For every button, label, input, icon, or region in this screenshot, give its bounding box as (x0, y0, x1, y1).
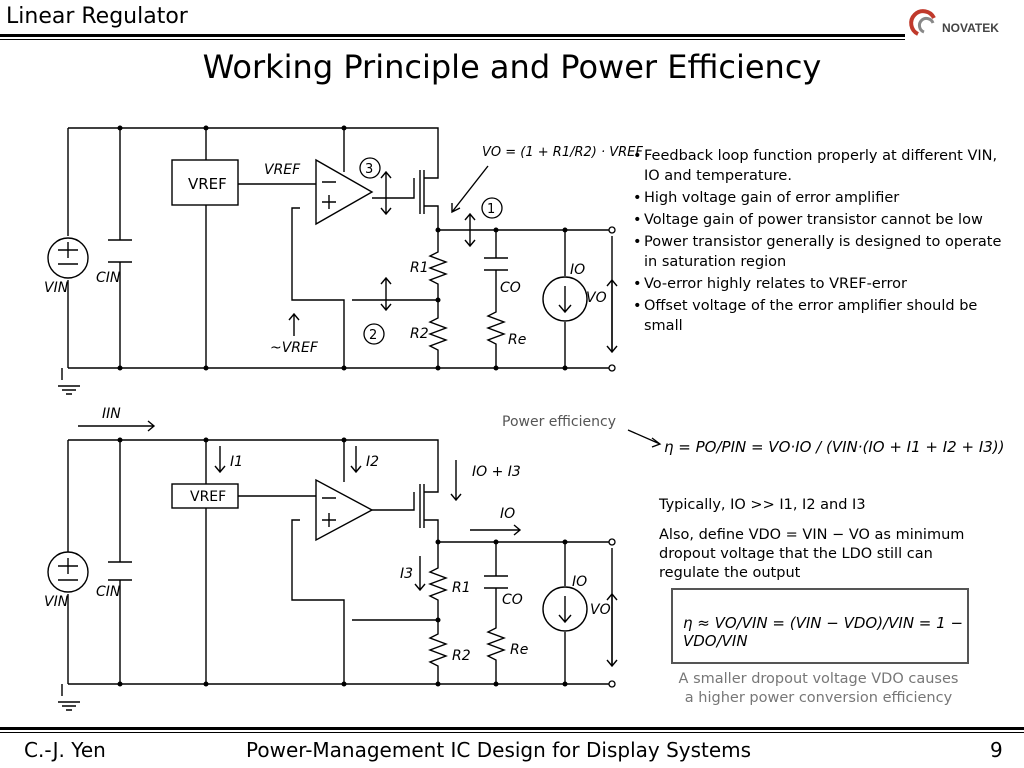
iin-label: IIN (102, 406, 121, 422)
vo-label-bottom: VO (590, 602, 611, 618)
vo-formula: VO = (1 + R1/R2) · VREF (482, 145, 643, 160)
bullet-list: Feedback loop function properly at diffe… (632, 146, 1002, 338)
vo-label-top: VO (586, 290, 607, 306)
marker-3 (359, 157, 381, 179)
efficiency-caption: A smaller dropout voltage VDO causes a h… (678, 671, 959, 706)
error-amp-bottom (315, 478, 374, 542)
i2-label: I2 (366, 454, 379, 470)
vref-label-top: VREF (264, 162, 301, 178)
marker-3-label: 3 (365, 162, 373, 177)
io-label-bottom: IO (572, 574, 587, 590)
power-efficiency-label: Power efficiency (502, 414, 616, 430)
vin-source-bottom (47, 551, 89, 593)
io-i3-label: IO + I3 (472, 464, 521, 480)
vref-block-top (171, 159, 239, 206)
vref-block-label-bottom: VREF (190, 489, 226, 505)
bullet-item: Power transistor generally is designed t… (632, 232, 1002, 272)
footer-author: C.-J. Yen (24, 738, 106, 762)
efficiency-approx-box: η ≈ VO/VIN = (VIN − VDO)/VIN = 1 − VDO/V… (671, 588, 969, 664)
vref-block-bottom (171, 483, 239, 509)
co-label-top: CO (500, 280, 521, 296)
marker-2-label: 2 (369, 328, 377, 343)
i1-label: I1 (230, 454, 243, 470)
bullet-item: Feedback loop function properly at diffe… (632, 146, 1002, 186)
cin-label-bottom: CIN (96, 584, 121, 600)
r1-label-bottom: R1 (452, 580, 471, 596)
r2-label-top: R2 (410, 326, 429, 342)
logo-text: NOVATEK (942, 21, 999, 35)
bullet-item: Voltage gain of power transistor cannot … (632, 210, 1002, 230)
marker-2 (363, 323, 385, 345)
marker-1-label: 1 (487, 202, 495, 217)
section-title: Linear Regulator (6, 4, 188, 29)
io-branch-label: IO (500, 506, 515, 522)
slide-title: Working Principle and Power Efficiency (202, 48, 822, 86)
io-label-top: IO (570, 262, 585, 278)
r2-label-bottom: R2 (452, 648, 471, 664)
vref-block-label-top: VREF (188, 175, 227, 193)
circuit-diagrams: VREF 3 1 2 VREF VIN CIN R1 R2 CO Re IO V… (44, 125, 1005, 711)
footer-course: Power-Management IC Design for Display S… (246, 738, 752, 762)
vin-label-bottom: VIN (44, 594, 69, 610)
dropout-definition: Also, define VDO = VIN − VO as minimum d… (659, 527, 965, 581)
novatek-logo: NOVATEK (909, 9, 999, 36)
bullet-item: High voltage gain of error amplifier (632, 188, 1002, 208)
efficiency-formula: η = PO/PIN = VO·IO / (VIN·(IO + I1 + I2 … (664, 438, 1005, 456)
page-number: 9 (990, 738, 1003, 762)
re-label-bottom: Re (510, 642, 528, 658)
footer-rule-thin (0, 732, 1024, 733)
approx-vref-label: ~VREF (270, 340, 319, 356)
header-rule (0, 34, 905, 37)
co-label-bottom: CO (502, 592, 523, 608)
efficiency-approx-formula: η ≈ VO/VIN = (VIN − VDO)/VIN = 1 − VDO/V… (683, 614, 964, 650)
marker-1 (481, 197, 503, 219)
r1-label-top: R1 (410, 260, 429, 276)
vin-source-top (47, 237, 89, 279)
i3-label: I3 (400, 566, 413, 582)
error-amp-top (315, 158, 374, 226)
typically-note: Typically, IO >> I1, I2 and I3 (659, 497, 866, 513)
header-rule-thin (0, 39, 905, 40)
cin-label-top: CIN (96, 270, 121, 286)
vin-label-top: VIN (44, 280, 69, 296)
bullet-item: Vo-error highly relates to VREF-error (632, 274, 1002, 294)
bullet-item: Offset voltage of the error amplifier sh… (632, 296, 1002, 336)
footer-rule (0, 727, 1024, 730)
re-label-top: Re (508, 332, 526, 348)
